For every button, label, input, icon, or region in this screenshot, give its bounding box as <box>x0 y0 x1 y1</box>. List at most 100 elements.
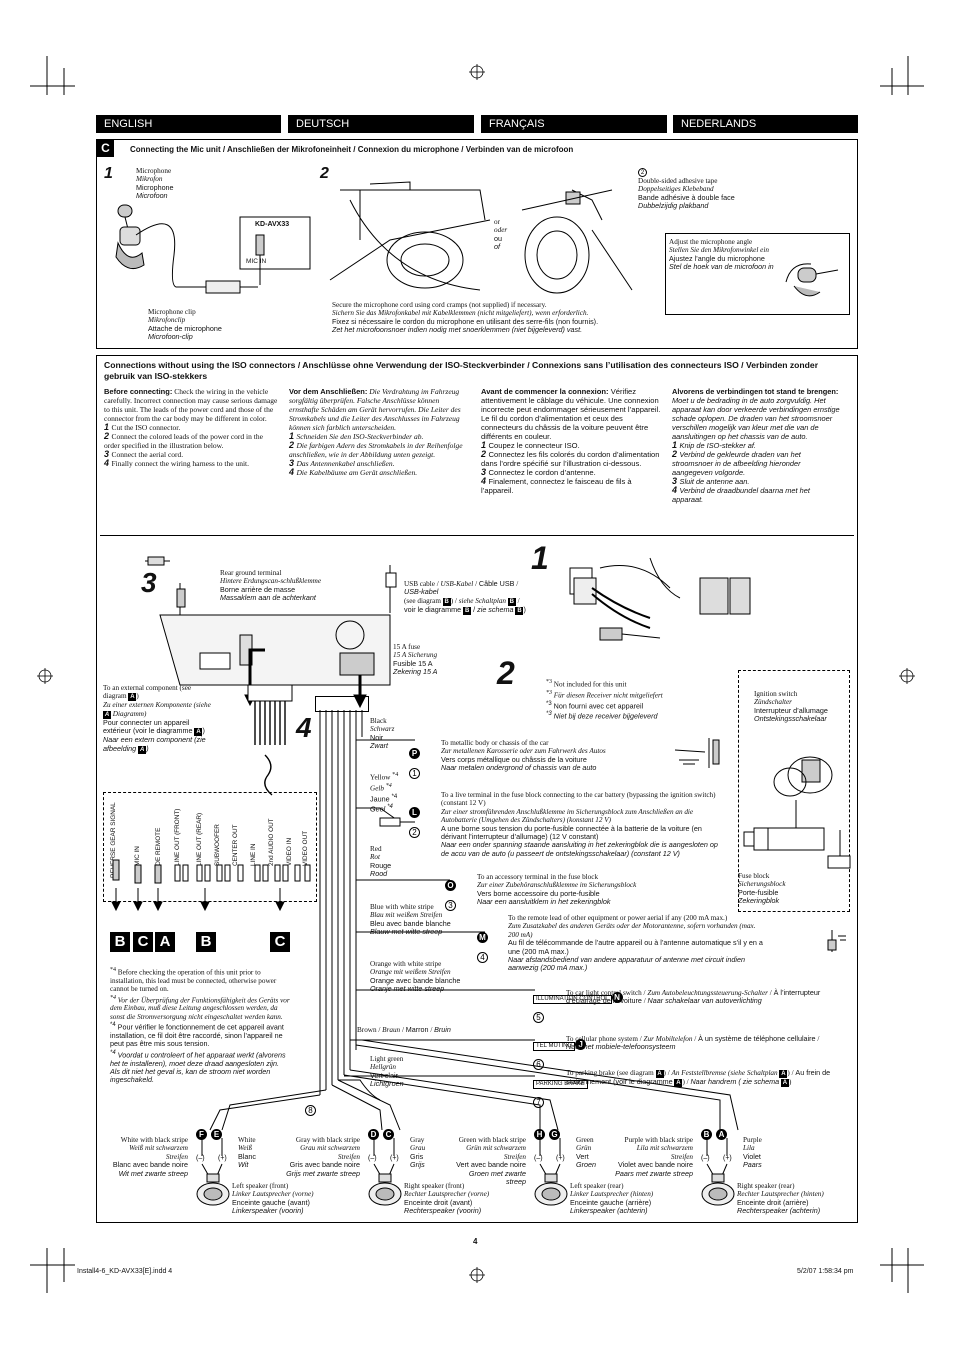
angle-box <box>665 233 850 315</box>
en-step-3-text: Connect the aerial cord. <box>111 450 184 459</box>
wire-color-de-text: Blau mit weißem Streifen <box>370 911 443 920</box>
tape-num: 2 <box>638 168 735 177</box>
speaker-pos-fr: Vert <box>576 1151 589 1161</box>
wire-desc-nl: Naar schakelaar van autoverlichting <box>647 996 762 1006</box>
fuse-block-label: Fuse block Sicherungsblock Porte-fusible… <box>738 872 786 906</box>
wire-number-icon: 7 <box>533 1097 544 1108</box>
note3-mark-en: *3 <box>546 679 552 685</box>
wire-desc-en: To cellular phone system <box>566 1035 638 1043</box>
de-step-1-text: Schneiden Sie den ISO-Steckverbinder ab. <box>296 432 424 441</box>
speaker-neg-de: Weiß mit schwarzem Streifen <box>129 1144 188 1161</box>
wire-color-fr: Rouge <box>370 860 392 870</box>
dashboard-illustration <box>329 181 491 291</box>
caution-en-text: Before checking the operation of this un… <box>110 968 277 994</box>
speaker-tag-2: E <box>211 1129 222 1140</box>
wire-tag-icon: J <box>575 1039 587 1050</box>
lang-tab-english: ENGLISH <box>96 115 281 133</box>
clip-en: Microphone clip <box>148 308 196 316</box>
wire-color-fr: Orange avec bande blanche <box>370 976 460 985</box>
wire-color-en-text: Yellow <box>370 773 391 782</box>
speaker-neg-nl: Grijs met zwarte streep <box>286 1168 360 1178</box>
speaker-pos-nl: Grijs <box>410 1160 425 1170</box>
speaker-neg-fr: Violet avec bande noire <box>618 1160 693 1170</box>
wire-mark: *4 <box>387 804 393 811</box>
section-c-title: Connecting the Mic unit / Anschließen de… <box>130 145 574 154</box>
svg-text:(+): (+) <box>218 1155 227 1162</box>
external-connector-panel <box>103 792 317 902</box>
wire-color-nl-text: Oranje met witte streep <box>370 984 445 994</box>
wire-color-en: Blue with white stripe <box>370 903 451 911</box>
speaker-neg-fr: Gris avec bande noire <box>289 1160 360 1170</box>
nl-step-4: 4 Verbind de draadbundel daarna met het … <box>672 485 810 505</box>
wire-color-en-text: Red <box>370 845 382 853</box>
wire-color-nl: Blauw met witte streep <box>370 928 451 936</box>
en-step-1-text: Cut the ISO connector. <box>111 423 181 432</box>
mic-clip-label: Microphone clip Mikrofonclip Attache de … <box>148 308 222 342</box>
wire-color-fr: Bleu avec bande blanche <box>370 919 451 928</box>
speaker-pos-de: Grün <box>576 1144 592 1153</box>
wire-color-fr: Noir <box>370 733 394 742</box>
wire-color-en: Brown <box>357 1026 377 1034</box>
fr-step-2: 2 Connectez les fils colorés du cordon d… <box>481 449 660 469</box>
wire-color-en: Red <box>370 845 391 853</box>
speaker-neg-de: Lila mit schwarzem Streifen <box>636 1144 693 1161</box>
wire-description: To the remote lead of other equipment or… <box>508 914 768 973</box>
usb-en: USB cable / USB-Kabel / Câble USB / <box>404 579 519 588</box>
nl-step-2-text: Verbind de gekleurde draden van het stro… <box>672 450 801 477</box>
wire-tag-icon: O <box>445 880 456 891</box>
speaker-name-de: Rechter Lautsprecher (hinten) <box>737 1190 824 1199</box>
angle-fr: Ajustez l’angle du microphone <box>669 253 765 263</box>
head-unit-illustration <box>145 556 397 796</box>
speaker-name-en: Right speaker (front) <box>404 1182 465 1190</box>
wire-function-box: ILLUMINATION CONTROL <box>533 995 612 1004</box>
fuseblock-de: Sicherungsblock <box>738 880 786 889</box>
note3-nl-text: Niet bij deze receiver bijgeleverd <box>553 711 658 721</box>
caution-de: *4 Vor der Überprüfung der Funktionsfähi… <box>110 994 290 1022</box>
de-step-1: 1 Schneiden Sie den ISO-Steckverbinder a… <box>289 431 424 442</box>
page-number: 4 <box>473 1237 478 1246</box>
wire-color-de-text: Orange mit weißem Streifen <box>370 968 451 977</box>
svg-text:(–): (–) <box>534 1155 543 1162</box>
wire-number-icon: 1 <box>409 768 420 779</box>
speaker-name-nl: Linkerspeaker (voorin) <box>232 1206 304 1216</box>
fuse-label: 15 A fuse 15 A Sicherung Fusible 15 A Ze… <box>393 643 437 677</box>
wire-color-de-text: Gelb <box>370 784 384 793</box>
lang-tab-nederlands: NEDERLANDS <box>673 115 858 133</box>
wire-number-icon: 6 <box>533 1059 544 1070</box>
wire-color-nl-text: Lichtgroen <box>370 1079 404 1089</box>
ext-nl-text: Naar een extern component (zie afbeeldin… <box>103 735 206 753</box>
ext-de-text2: Diagramm) <box>112 709 147 718</box>
wire-desc-nl: Naar een aansluitklem in het zekeringblo… <box>477 897 611 907</box>
mic-label-de: Mikrofon <box>136 175 163 184</box>
note3-nl: *3 Niet bij deze receiver bijgeleverd <box>546 710 716 721</box>
fuse-fr: Fusible 15 A <box>393 658 433 668</box>
wire-desc-en: To car light control switch <box>566 989 642 997</box>
caution-nl-mark: *4 <box>110 1049 116 1056</box>
wire-tag-icon: M <box>477 932 488 943</box>
wire-color-en: Orange with white stripe <box>370 960 460 968</box>
note3-fr: *3 Non fourni avec cet appareil <box>546 700 716 711</box>
section-c-letter: C <box>97 140 114 157</box>
wire-function-box: TEL MUTING <box>533 1042 576 1051</box>
mic-label-nl: Microfoon <box>136 191 168 201</box>
ref-box-b1: B <box>110 932 130 952</box>
wire-color-fr-text: Rouge <box>370 860 392 870</box>
wire-color-de: Hellgrün <box>370 1063 404 1071</box>
tape-nl: Dubbelzijdig plakband <box>638 201 709 211</box>
fuseblock-nl: Zekeringblok <box>738 896 780 906</box>
ignition-illustration <box>743 756 851 869</box>
speaker-icon: (–)(+) <box>368 1138 402 1206</box>
wire-color-de-text: Rot <box>370 853 380 862</box>
en-body: Check the wiring in the vehicle carefull… <box>104 387 278 423</box>
wire-color-de: Braun <box>382 1026 401 1034</box>
en-step-4: 4 Finally connect the wiring harness to … <box>104 458 249 469</box>
wiring-step-4: 4 <box>296 712 312 743</box>
nl-body: Moet u de bedrading in de auto zorgvuldi… <box>672 396 840 441</box>
wire-desc-fr: Au frein de stationnement (voir le diagr… <box>566 1068 831 1086</box>
speaker-tag-1: B <box>701 1129 712 1140</box>
nl-step-2: 2 Verbind de gekleurde draden van het st… <box>672 449 801 478</box>
